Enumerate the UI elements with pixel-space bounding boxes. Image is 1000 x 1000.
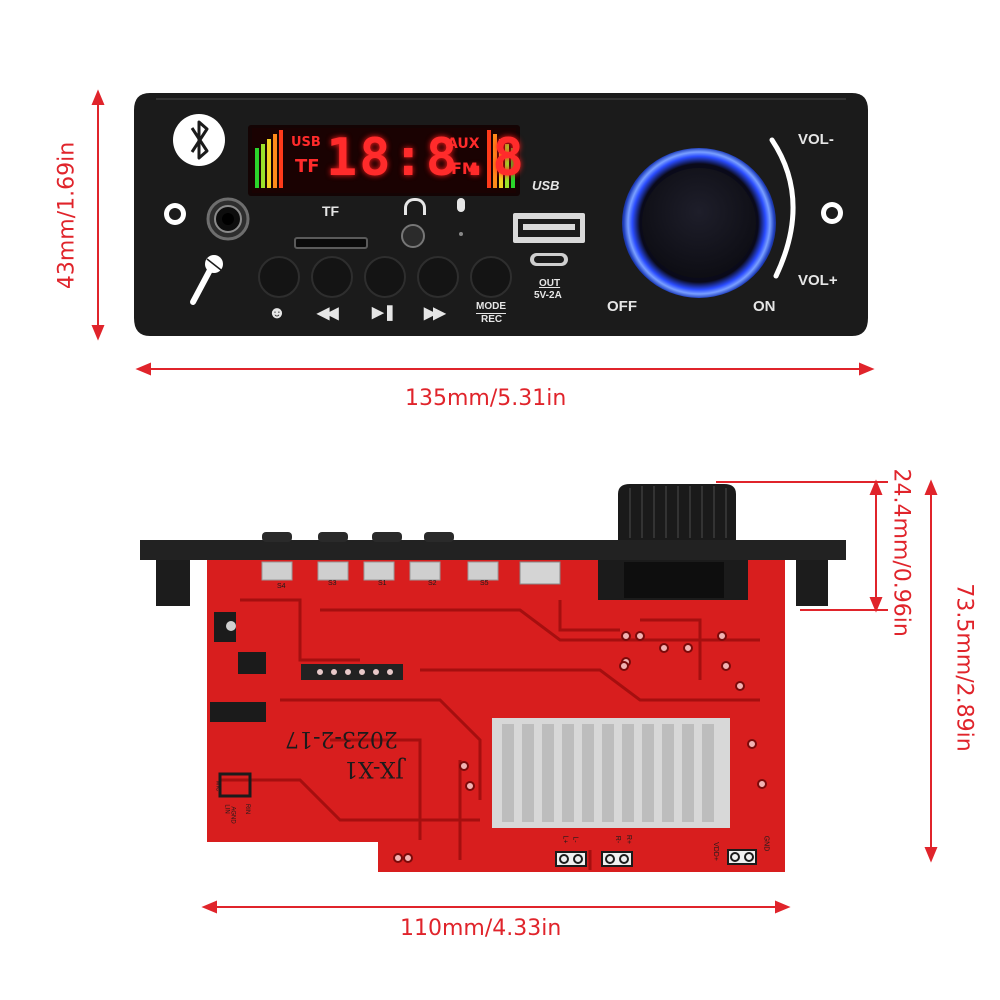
bluetooth-icon <box>173 114 225 166</box>
smd-component-c <box>210 702 266 722</box>
previous-track-icon: ◀◀ <box>317 305 339 322</box>
display-fm-label: FM <box>451 159 478 178</box>
tf-slot-label: TF <box>322 203 340 219</box>
panel-edge <box>140 540 846 560</box>
off-label: OFF <box>607 298 637 315</box>
mount-tab-right <box>796 560 828 606</box>
usb-port-tongue <box>523 224 575 230</box>
input-label-agnd: AGND <box>229 806 236 824</box>
rec-label: REC <box>481 314 503 325</box>
tactile-switches <box>261 561 499 581</box>
aux-jack[interactable] <box>206 197 250 241</box>
switch-label-s2: S2 <box>428 580 437 587</box>
heatsink <box>492 718 730 828</box>
level-meter-left <box>255 130 283 188</box>
speaker-label-rminus: R- <box>614 835 622 844</box>
pcb-usb-c-connector <box>519 561 561 585</box>
vias <box>393 631 767 863</box>
pcb-graphic <box>140 479 938 914</box>
smd-component-b <box>238 652 266 674</box>
next-track-icon: ▶▶ <box>424 305 446 322</box>
mode-label: MODE <box>476 301 506 312</box>
prev-button[interactable] <box>311 256 353 298</box>
top-height-dimension-line <box>91 89 105 341</box>
usb-logo: USB <box>532 178 560 193</box>
mount-hole-left <box>164 203 186 225</box>
tf-card-slot[interactable] <box>294 237 368 249</box>
display-usb-label: USB <box>291 135 321 150</box>
play-pause-icon: ▶❚ <box>372 304 397 321</box>
vol-minus-label: VOL- <box>798 131 834 148</box>
mount-tab-left <box>156 560 190 606</box>
level-meter-right <box>487 130 515 188</box>
usb-c-port-inner <box>534 256 564 263</box>
switch-label-s4: S4 <box>277 583 286 590</box>
usb-port[interactable] <box>513 213 585 243</box>
front-panel-view: USB TF 18:8.8 AUX FM TF ☻ ◀◀ ▶❚ ▶▶ MODE … <box>0 0 1000 440</box>
microphone-icon <box>190 255 223 305</box>
mic-small-icon <box>457 198 465 212</box>
mode-rec-button[interactable] <box>470 256 512 298</box>
top-width-dimension-line <box>135 362 875 376</box>
mic-pinhole <box>459 232 463 236</box>
mode-rec-divider <box>476 313 506 314</box>
switch-label-s3: S3 <box>328 580 337 587</box>
headphone-icon <box>404 198 426 215</box>
speaker-label-rplus: R+ <box>625 834 633 845</box>
pcb-model-silkscreen: JX-X1 <box>344 756 405 781</box>
knob-height-dimension-line <box>716 479 888 613</box>
pcb-view: 2023-2-17 JX-X1 S4 S3 S1 S2 S5 MIC AGND … <box>0 440 1000 1000</box>
display-digits: 18:8.8 <box>326 128 526 188</box>
mount-hole-right <box>821 202 843 224</box>
knob-height-label: 24.4mm/0.96in <box>888 468 914 637</box>
usb-c-port[interactable] <box>530 253 568 266</box>
on-label: ON <box>753 298 776 315</box>
front-panel-graphic <box>91 89 875 376</box>
pcb-width-label: 110mm/4.33in <box>400 916 562 941</box>
play-pause-button[interactable] <box>364 256 406 298</box>
switch-label-s5: S5 <box>480 580 489 587</box>
input-label-lin: LIN <box>223 804 230 814</box>
smd-component-a <box>214 612 236 642</box>
power-label-vdd: VDD+ <box>711 842 719 861</box>
speaker-pads <box>555 849 757 867</box>
input-label-mic: MIC <box>214 780 221 792</box>
out-label: OUT <box>539 278 561 289</box>
pcb-height-label: 73.5mm/2.89in <box>951 583 977 752</box>
input-connector <box>218 772 252 798</box>
pcb-traces <box>220 598 760 870</box>
volume-knob[interactable] <box>642 168 756 278</box>
pcb-height-dimension-line <box>924 479 938 863</box>
out-spec-label: 5V-2A <box>534 290 562 301</box>
display-aux-label: AUX <box>447 136 480 152</box>
top-height-label: 43mm/1.69in <box>54 141 80 290</box>
display-tf-label: TF <box>295 156 320 177</box>
headphone-jack[interactable] <box>401 224 425 248</box>
speaker-label-lminus: L- <box>571 836 579 843</box>
pcb-width-dimension-line <box>201 900 791 914</box>
next-button[interactable] <box>417 256 459 298</box>
pcb-date-silkscreen: 2023-2-17 <box>285 726 398 751</box>
pin-header <box>301 664 403 680</box>
power-label-gnd: GND <box>762 835 770 852</box>
user-icon: ☻ <box>268 303 286 322</box>
input-label-rin: RIN <box>244 803 251 815</box>
vol-plus-label: VOL+ <box>798 272 838 289</box>
user-button[interactable] <box>258 256 300 298</box>
switch-label-s1: S1 <box>378 580 387 587</box>
speaker-label-lplus: L+ <box>561 835 569 844</box>
top-width-label: 135mm/5.31in <box>405 386 567 411</box>
